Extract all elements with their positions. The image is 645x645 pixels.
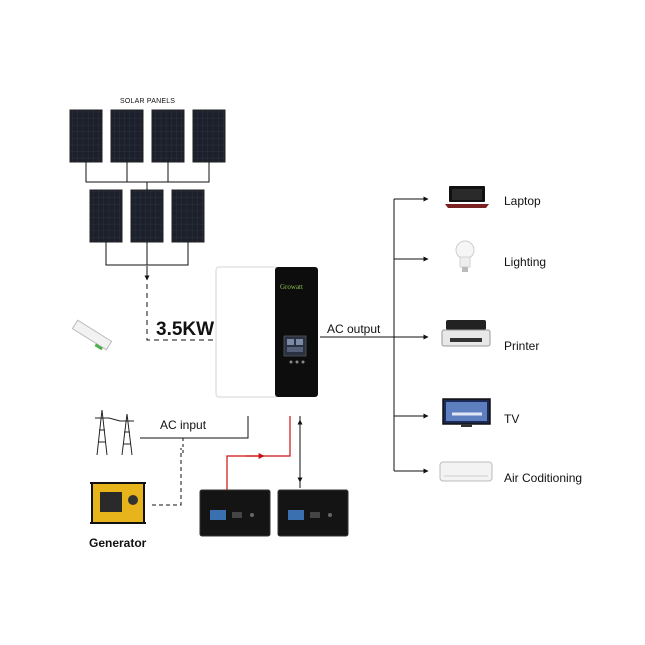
load-label-air-conditioning: Air Coditioning [504, 471, 583, 485]
ac-input-label: AC input [160, 418, 207, 432]
battery-1 [199, 489, 271, 537]
power-rating-label: 3.5KW [156, 319, 215, 340]
power-grid-icon [95, 409, 134, 456]
battery-links [226, 416, 303, 491]
solar-panel [69, 109, 103, 163]
ac-output-bus [320, 196, 429, 474]
ac-input-wiring [140, 416, 249, 453]
generator-icon [90, 482, 146, 524]
pv-dashed-link [146, 284, 214, 341]
air-conditioner-icon [439, 461, 493, 482]
battery-2 [277, 489, 349, 537]
solar-panel [89, 189, 123, 243]
load-label-tv: TV [504, 412, 520, 426]
inverter-brand-logo: Growatt [280, 283, 303, 291]
solar-panel [130, 189, 164, 243]
panel-wiring [85, 162, 210, 266]
solar-panel [171, 189, 205, 243]
solar-panel [192, 109, 226, 163]
load-label-lighting: Lighting [504, 255, 547, 269]
generator-label: Generator [89, 536, 147, 550]
solar-panel-array [69, 109, 226, 243]
bulb-icon [455, 240, 475, 272]
laptop-icon [445, 186, 489, 208]
ac-output-label: AC output [327, 322, 381, 336]
wifi-module-icon [71, 319, 113, 351]
solar-panel [110, 109, 144, 163]
tv-icon [442, 398, 491, 427]
printer-icon [441, 320, 491, 347]
load-label-printer: Printer [504, 339, 540, 353]
solar-panel [151, 109, 185, 163]
solar-panels-label: SOLAR PANELS [120, 98, 176, 105]
generator-dashed-link [152, 448, 182, 506]
inverter [215, 266, 318, 398]
load-label-laptop: Laptop [504, 194, 541, 208]
